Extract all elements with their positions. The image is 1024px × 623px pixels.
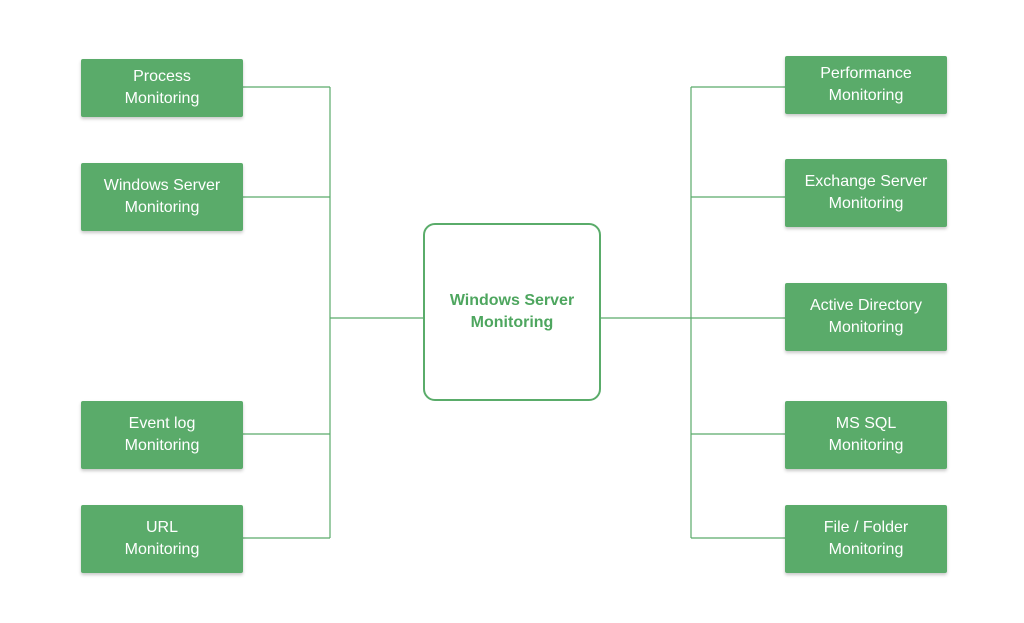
node-line2: Monitoring bbox=[124, 199, 200, 216]
left-node-process-monitoring: Process Monitoring bbox=[81, 59, 243, 117]
center-node-line1: Windows Server bbox=[449, 292, 575, 309]
right-node-ms-sql-monitoring: MS SQL Monitoring bbox=[785, 401, 947, 469]
node-line2: Monitoring bbox=[828, 195, 904, 212]
node-line2: Monitoring bbox=[828, 437, 904, 454]
right-node-exchange-server-monitoring: Exchange Server Monitoring bbox=[785, 159, 947, 227]
node-line2: Monitoring bbox=[828, 87, 904, 104]
left-node-event-log-monitoring: Event log Monitoring bbox=[81, 401, 243, 469]
right-node-file-folder-monitoring: File / Folder Monitoring bbox=[785, 505, 947, 573]
node-line1: Performance bbox=[820, 65, 912, 82]
node-line1: URL bbox=[145, 519, 178, 536]
node-line1: File / Folder bbox=[823, 519, 909, 536]
node-line1: Active Directory bbox=[809, 297, 923, 314]
center-node-line2: Monitoring bbox=[470, 314, 554, 331]
node-line1: Windows Server bbox=[103, 177, 221, 194]
node-line2: Monitoring bbox=[124, 90, 200, 107]
node-line1: MS SQL bbox=[835, 415, 897, 432]
node-line1: Process bbox=[133, 68, 191, 85]
node-line2: Monitoring bbox=[124, 541, 200, 558]
node-line2: Monitoring bbox=[828, 541, 904, 558]
node-line1: Event log bbox=[128, 415, 196, 432]
node-line2: Monitoring bbox=[124, 437, 200, 454]
left-node-url-monitoring: URL Monitoring bbox=[81, 505, 243, 573]
left-node-windows-server-monitoring: Windows Server Monitoring bbox=[81, 163, 243, 231]
right-node-active-directory-monitoring: Active Directory Monitoring bbox=[785, 283, 947, 351]
center-node-windows-server-monitoring: Windows Server Monitoring bbox=[423, 223, 601, 401]
node-line2: Monitoring bbox=[828, 319, 904, 336]
right-node-performance-monitoring: Performance Monitoring bbox=[785, 56, 947, 114]
node-line1: Exchange Server bbox=[804, 173, 928, 190]
